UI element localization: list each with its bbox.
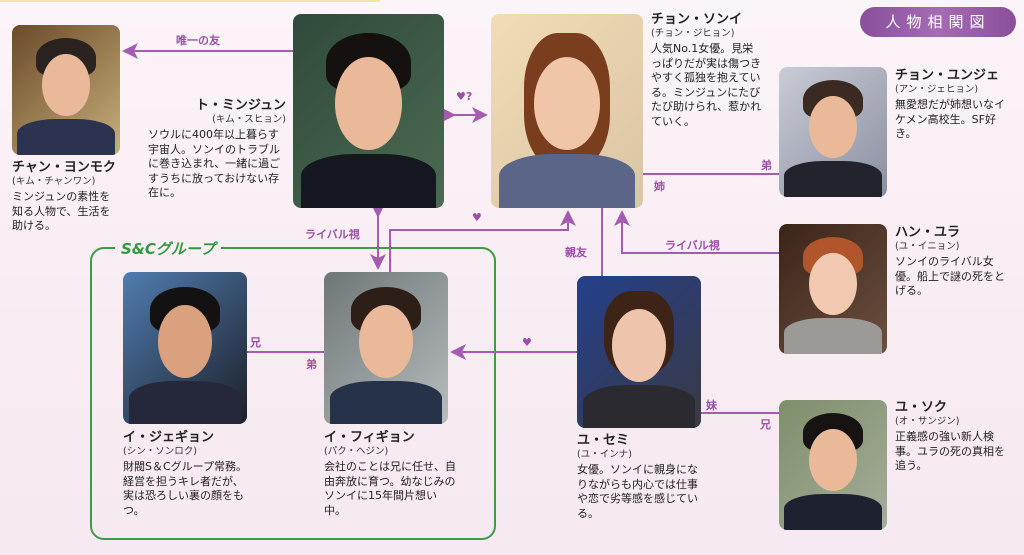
actor: (チョン・ジヒョン) [651,28,735,39]
description: ソンイのライバル女優。船上で謎の死をとげる。 [895,255,1005,297]
sc-group-box [90,247,496,540]
character-chang: チャン・ヨンモク (キム・チャンワン) ミンジュンの素性を知る人物で、生活を助け… [12,160,120,234]
actor: (パク・ヘジン) [324,446,389,457]
character-yunje: チョン・ユンジェ (アン・ジェヒョン) 無愛想だが姉想いなイケメン高校生。SF好… [895,68,1010,142]
character-yuseok: ユ・ソク (オ・サンジン) 正義感の強い新人検事。ユラの死の真相を追う。 [895,400,1010,474]
label-heart-hwigyeon: ♥ [472,211,482,224]
label-rival-yura: ライバル視 [665,239,720,252]
actor: (ユ・イニョン) [895,241,960,252]
actor: (シン・ソンロク) [123,446,197,457]
name: ハン・ユラ [895,225,961,240]
character-songi: チョン・ソンイ (チョン・ジヒョン) 人気No.1女優。見栄っぱりだが実は傷つき… [651,12,763,129]
actor: (キム・チャンワン) [12,176,96,187]
label-older-brother: 兄 [250,336,261,349]
label-love-question: ♥? [456,90,473,103]
actor: (オ・サンジン) [895,416,960,427]
label-only-friend: 唯一の友 [176,34,220,47]
photo-semi [577,276,701,428]
name: イ・フィギョン [324,430,415,445]
name: ユ・ソク [895,400,948,415]
character-jegyeon: イ・ジェギョン (シン・ソンロク) 財閥S＆Cグループ常務。経営を担うキレ者だが… [123,430,253,518]
label-older-brother-2: 兄 [760,418,771,431]
name: チャン・ヨンモク [12,160,116,175]
label-best-friend: 親友 [565,246,587,259]
character-semi: ユ・セミ (ユ・インナ) 女優。ソンイに親身になりながらも内心では仕事や恋で劣等… [577,433,707,521]
top-strip [0,0,380,2]
photo-songi [491,14,643,208]
label-heart-semi: ♥ [522,336,532,349]
description: 無愛想だが姉想いなイケメン高校生。SF好き。 [895,98,1005,140]
photo-yura [779,224,887,354]
description: 女優。ソンイに親身になりながらも内心では仕事や恋で劣等感を感じている。 [577,463,698,520]
character-yura: ハン・ユラ (ユ・イニョン) ソンイのライバル女優。船上で謎の死をとげる。 [895,225,1010,299]
name: チョン・ユンジェ [895,68,1000,83]
label-rival-minjun: ライバル視 [305,228,360,241]
description: ソウルに400年以上暮らす宇宙人。ソンイのトラブルに巻き込まれ、一緒に過ごすうち… [148,128,281,199]
sc-group-label: S&Cグループ [115,238,221,259]
label-younger-brother: 弟 [761,159,772,172]
label-younger-brother-2: 弟 [306,358,317,371]
name: ト・ミンジュン [195,98,286,113]
actor: (キム・スヒョン) [212,114,286,125]
description: 人気No.1女優。見栄っぱりだが実は傷つきやすく孤独を抱えている。ミンジュンにた… [651,42,762,128]
name: イ・ジェギョン [123,430,215,445]
line-heart-hwigyeon [389,210,576,272]
description: 正義感の強い新人検事。ユラの死の真相を追う。 [895,430,1005,472]
line-rival-yura [614,210,779,254]
photo-jegyeon [123,272,247,424]
actor: (ユ・インナ) [577,449,632,460]
actor: (アン・ジェヒョン) [895,84,979,95]
title-badge: 人物相関図 [860,7,1016,37]
label-older-sister: 姉 [654,180,665,193]
photo-yunje [779,67,887,197]
description: 財閥S＆Cグループ常務。経営を担うキレ者だが、実は恐ろしい裏の顔をもつ。 [123,460,248,517]
description: 会社のことは兄に任せ、自由奔放に育つ。幼なじみのソンイに15年間片想い中。 [324,460,456,517]
character-minjun: ト・ミンジュン (キム・スヒョン) ソウルに400年以上暮らす宇宙人。ソンイのト… [148,98,286,201]
character-hwigyeon: イ・フィギョン (パク・ヘジン) 会社のことは兄に任せ、自由奔放に育つ。幼なじみ… [324,430,458,518]
photo-minjun [293,14,444,208]
name: ユ・セミ [577,433,630,448]
photo-chang [12,25,120,155]
description: ミンジュンの素性を知る人物で、生活を助ける。 [12,190,111,232]
photo-yuseok [779,400,887,530]
name: チョン・ソンイ [651,12,743,27]
label-younger-sister: 妹 [706,399,717,412]
photo-hwigyeon [324,272,448,424]
